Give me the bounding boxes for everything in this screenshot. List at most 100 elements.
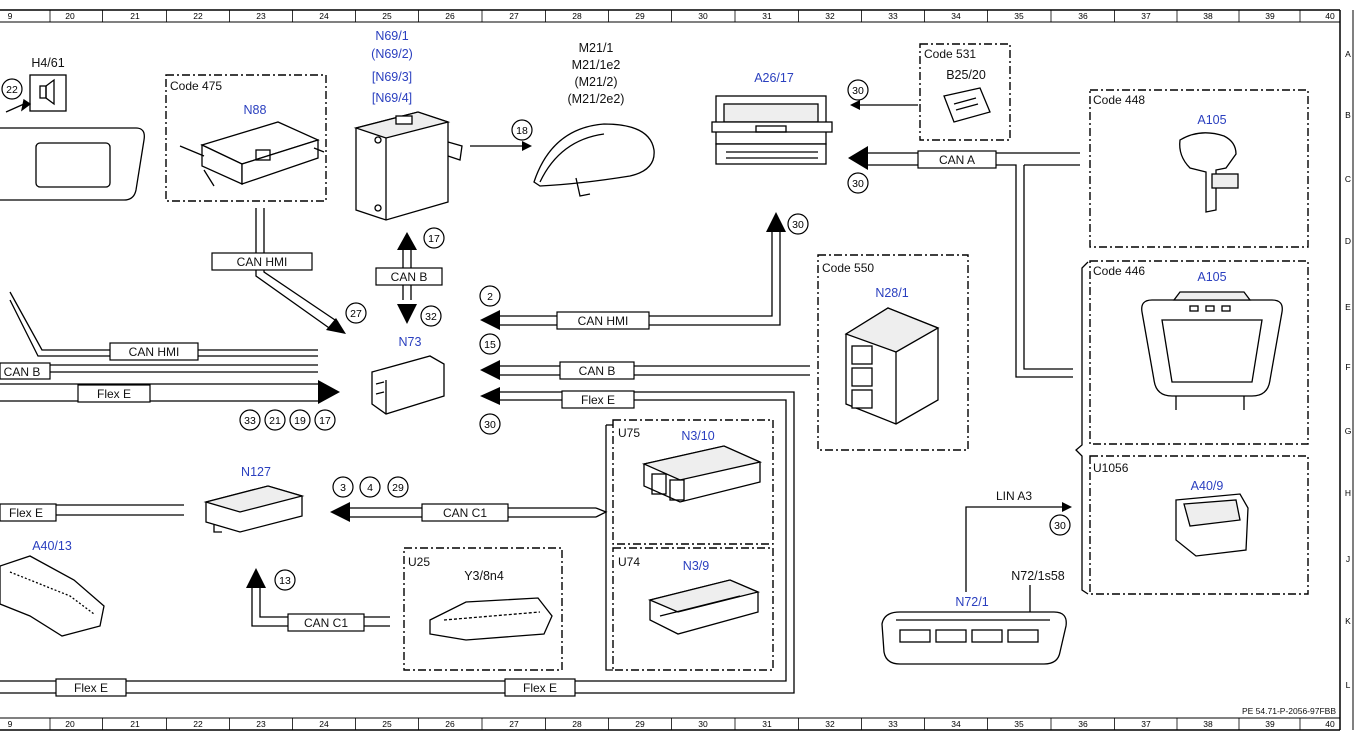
grid-column-label: 32 (825, 719, 835, 729)
module-a26-17 (711, 95, 833, 165)
reference-number: 33 (244, 415, 256, 427)
grid-column-label: 20 (65, 719, 75, 729)
component-label: N73 (399, 335, 422, 349)
reference-circle (847, 79, 869, 101)
bus-label-boxes (0, 150, 997, 697)
reference-number: 21 (269, 415, 281, 427)
grid-column-label: 23 (256, 719, 266, 729)
grid-column-label: 30 (698, 11, 708, 21)
grid-row-label: C (1345, 174, 1351, 184)
grid-column-label: 33 (888, 11, 898, 21)
grid-column-label: 38 (1203, 719, 1213, 729)
grid-column-label: 26 (445, 11, 455, 21)
bus-flex-e: Flex E (581, 393, 615, 407)
reference-number: 19 (294, 415, 306, 427)
component-label: B25/20 (946, 68, 986, 82)
grid-column-label: 20 (65, 11, 75, 21)
reference-circle (239, 409, 261, 431)
grid-column-label: 21 (130, 11, 140, 21)
reference-circle (511, 119, 533, 141)
component-label: N28/1 (875, 286, 908, 300)
code-label: U74 (618, 555, 640, 569)
bus-can-b: CAN B (391, 270, 428, 284)
reference-number: 29 (392, 482, 404, 494)
grid-column-label: 36 (1078, 719, 1088, 729)
grid-row-label: D (1345, 236, 1351, 246)
component-label: A105 (1197, 113, 1226, 127)
grid-row-label: E (1345, 302, 1351, 312)
reference-circle (420, 305, 442, 327)
sensor-b25-20 (943, 87, 991, 123)
document-code: PE 54.71-P-2056-97FBB (1242, 706, 1336, 716)
grid-column-label: 23 (256, 11, 266, 21)
grid-column-label: 35 (1014, 719, 1024, 729)
valve-y3-8n4 (429, 597, 553, 641)
reference-number: 4 (367, 482, 373, 494)
bus-can-hmi: CAN HMI (578, 314, 629, 328)
mirror-m21 (533, 123, 655, 197)
module-n88 (179, 121, 325, 187)
bus-labels: CAN HMI CAN HMI CAN B Flex E CAN B CAN H… (4, 153, 1033, 695)
component-label: A40/13 (32, 539, 72, 553)
option-boxes (165, 43, 1309, 671)
reference-number: 18 (516, 125, 528, 137)
grid-row-label: H (1345, 488, 1351, 498)
reference-number: 22 (6, 84, 18, 96)
component-label: (N69/2) (371, 47, 413, 61)
reference-number: 27 (350, 308, 362, 320)
grid-column-label: 24 (319, 719, 329, 729)
component-label: N69/1 (375, 29, 408, 43)
code-label: U1056 (1093, 461, 1129, 475)
bus-can-hmi: CAN HMI (129, 345, 180, 359)
control-panel-n72-1 (881, 611, 1067, 665)
grid-column-label: 22 (193, 11, 203, 21)
reference-number: 3 (340, 482, 346, 494)
reference-number: 17 (319, 415, 331, 427)
grid-column-label: 30 (698, 719, 708, 729)
grid-column-label: 39 (1265, 719, 1275, 729)
grid-column-label: 26 (445, 719, 455, 729)
component-label: A26/17 (754, 71, 794, 85)
reference-circle (314, 409, 336, 431)
grid-row-label: L (1346, 680, 1351, 690)
grid-column-label: 21 (130, 719, 140, 729)
reference-circle (479, 333, 501, 355)
module-n69 (353, 111, 463, 221)
reference-number: 30 (852, 85, 864, 97)
bus-flex-e: Flex E (523, 681, 557, 695)
reference-circle (274, 569, 296, 591)
grid-row-label: B (1345, 110, 1351, 120)
code-label: Code 550 (822, 261, 874, 275)
grid-column-label: 25 (382, 11, 392, 21)
component-label: A40/9 (1191, 479, 1224, 493)
grid-column-label: 22 (193, 719, 203, 729)
grid-row-label: A (1345, 49, 1351, 59)
grid-column-label: 36 (1078, 11, 1088, 21)
grid-column-label: 32 (825, 11, 835, 21)
bus-can-b: CAN B (579, 364, 616, 378)
speaker-icon (5, 74, 67, 113)
reference-number: 30 (792, 219, 804, 231)
grid-column-label: 9 (8, 719, 13, 729)
component-label: N127 (241, 465, 271, 479)
bus-can-hmi: CAN HMI (237, 255, 288, 269)
camera-a40-9 (1175, 493, 1249, 557)
component-label: N88 (244, 103, 267, 117)
grid-column-label: 25 (382, 719, 392, 729)
grid-column-label: 31 (762, 11, 772, 21)
reference-number: 13 (279, 575, 291, 587)
ecu-n3-10 (641, 445, 763, 503)
component-label: N72/1s58 (1011, 569, 1065, 583)
component-label: N72/1 (955, 595, 988, 609)
grid-row-label: J (1346, 554, 1350, 564)
reference-number: 30 (484, 419, 496, 431)
gear-selector-a105 (1179, 132, 1239, 213)
module-n127 (203, 485, 305, 533)
unit-a40-13 (0, 555, 105, 637)
component-label: [N69/4] (372, 91, 412, 105)
reference-circle (1049, 514, 1071, 536)
code-label: Code 531 (924, 47, 976, 61)
